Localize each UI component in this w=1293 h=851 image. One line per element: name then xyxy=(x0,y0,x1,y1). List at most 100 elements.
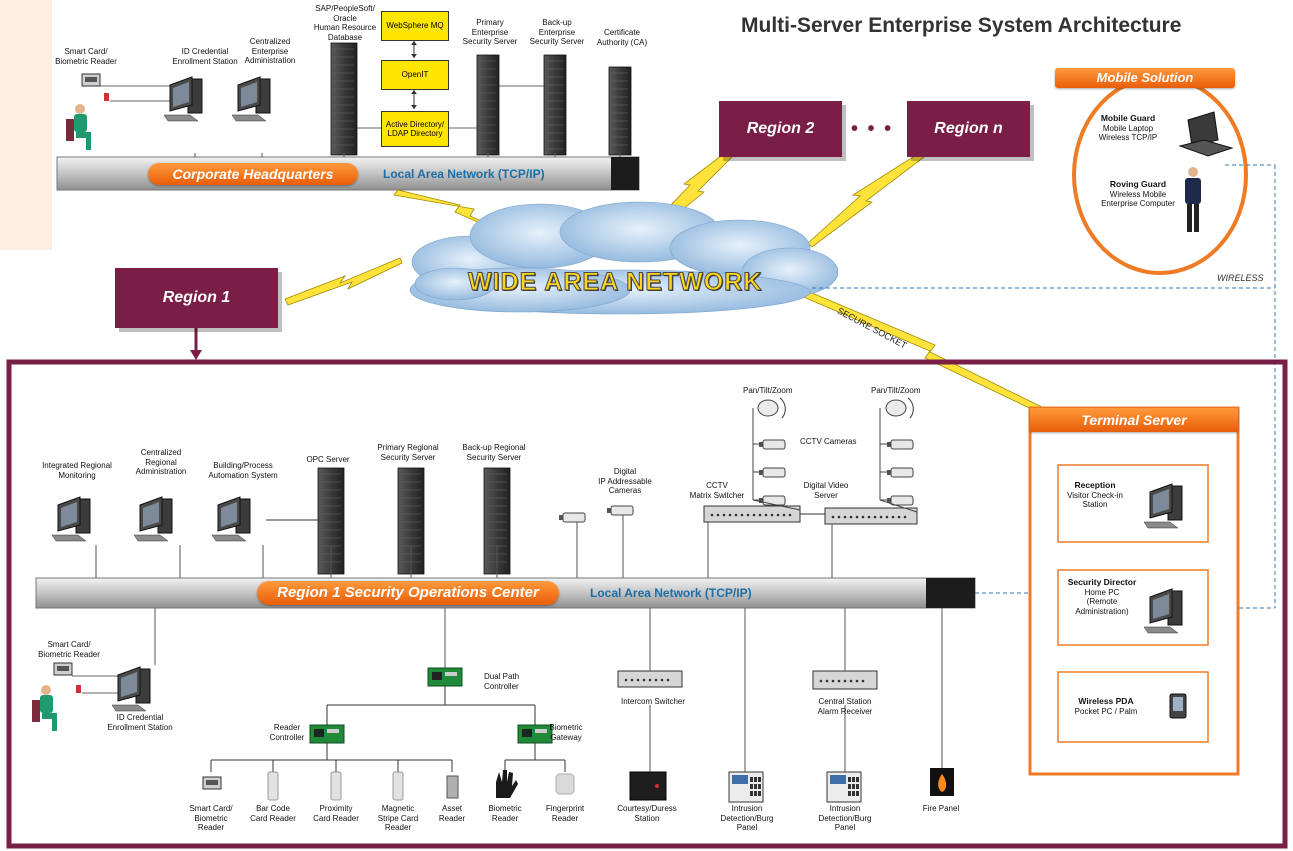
intrusion-panel-1-key xyxy=(754,791,757,796)
intrusion-panel-1-key xyxy=(750,777,753,782)
building-automation-label: Building/Process Automation System xyxy=(208,461,278,480)
director-pc xyxy=(1143,588,1183,634)
hq-primary-tower xyxy=(476,54,500,156)
bio-gateway-board xyxy=(517,724,553,744)
dvs-box-led xyxy=(873,515,877,519)
intrusion-panel-1 xyxy=(728,771,764,803)
left-decoration xyxy=(0,0,52,250)
dvs-box-case xyxy=(824,507,918,525)
ptz-camera-2-arc xyxy=(907,397,914,419)
websphere-box: WebSphere MQ xyxy=(381,11,449,41)
hq-admin-pc xyxy=(231,76,271,122)
intrusion-panel-2-key xyxy=(852,784,855,789)
leaf-smart-card-icon-slot xyxy=(206,780,218,785)
ip-camera-2-lens xyxy=(607,508,611,513)
dual-path-label: Dual Path Controller xyxy=(484,672,520,691)
hq-id-enroll-pc-keyboard xyxy=(163,114,199,122)
guard-leg-left xyxy=(1187,204,1192,232)
reader-controller-board-chip xyxy=(314,729,324,737)
cctv-switcher-box-led xyxy=(758,513,762,517)
dvs-box-led xyxy=(903,515,907,519)
cloud-puff-7 xyxy=(414,267,496,301)
intercom-switcher-box xyxy=(617,670,683,688)
courtesy-button xyxy=(655,784,659,788)
hq-lan-label: Local Area Network (TCP/IP) xyxy=(383,167,545,181)
ip-camera-1-body xyxy=(562,512,586,523)
dvs-label: Digital Video Server xyxy=(803,481,849,500)
hq-id-enroll-pc xyxy=(163,76,203,122)
reception-title: Reception xyxy=(1074,480,1116,490)
biometric-gateway-label: Biometric Gateway xyxy=(549,723,583,742)
cctv-switcher-box-led xyxy=(764,513,768,517)
central-station-box-led xyxy=(861,679,865,683)
region-n-box: Region n xyxy=(907,101,1030,157)
soc-flag xyxy=(76,685,81,693)
intercom-switcher-box-led xyxy=(636,678,640,682)
hq-primary-server-label: Primary Enterprise Security Server xyxy=(462,18,518,46)
leaf-mag-icon xyxy=(392,771,404,801)
building-automation-pc-keyboard xyxy=(211,534,247,542)
ip-camera-1 xyxy=(559,512,586,523)
integrated-monitoring-pc-screen xyxy=(61,502,77,527)
mobile-guard-sub: Mobile Laptop Wireless TCP/IP xyxy=(1098,123,1158,143)
ptz-camera-1-arc xyxy=(779,397,786,419)
intrusion-panel-2-key xyxy=(848,784,851,789)
cctv-switcher-box-led xyxy=(776,513,780,517)
hq-hr-db-label: SAP/PeopleSoft/ Oracle Human Resource Da… xyxy=(313,4,377,42)
ptz-camera-2-dome xyxy=(885,399,907,417)
reader-controller-board-strip xyxy=(327,729,339,733)
integrated-monitoring-label: Integrated Regional Monitoring xyxy=(42,461,112,480)
leaf-bio-label: Biometric Reader xyxy=(488,804,522,823)
reception-sub: Visitor Check-in Station xyxy=(1067,490,1123,510)
leaf-prox-icon xyxy=(330,771,342,801)
courtesy-station-icon xyxy=(629,771,667,801)
backup-regional-label: Back-up Regional Security Server xyxy=(462,443,526,462)
regional-admin-pc-keyboard xyxy=(133,534,169,542)
roving-guard-title: Roving Guard xyxy=(1109,179,1167,189)
cctv-switcher-box-led xyxy=(770,513,774,517)
intrusion-panel-2-display xyxy=(830,775,846,784)
hq-id-enroll-label: ID Credential Enrollment Station xyxy=(172,47,238,66)
soc-person-chair xyxy=(32,700,40,722)
leaf-mag-label: Magnetic Stripe Card Reader xyxy=(377,804,419,832)
hq-flag xyxy=(104,93,109,101)
intercom-switcher-box-led xyxy=(648,678,652,682)
hq-openit-ldap-arrow-head-down xyxy=(411,105,417,109)
hq-card-reader xyxy=(81,73,101,87)
cctv-switcher-box-led xyxy=(746,513,750,517)
intrusion-panel-1-display xyxy=(732,775,748,784)
intrusion-2-label: Intrusion Detection/Burg Panel xyxy=(818,804,872,832)
region-ellipsis: • • • xyxy=(851,118,894,140)
pda-title: Wireless PDA xyxy=(1078,696,1134,706)
reception-pc-screen xyxy=(1153,489,1169,514)
hq-person-chair xyxy=(66,119,74,141)
dual-path-board-strip xyxy=(445,672,457,676)
regional-admin-pc-screen xyxy=(143,502,159,527)
director-title: Security Director xyxy=(1067,577,1137,587)
cctv-cam-b2-body xyxy=(890,495,914,506)
wireless-label: WIRELESS xyxy=(1217,273,1264,283)
leaf-asset-icon xyxy=(446,775,459,799)
cctv-cam-a1-body xyxy=(762,467,786,478)
intrusion-panel-2-key xyxy=(848,777,851,782)
intrusion-panel-1-key xyxy=(750,784,753,789)
courtesy-label: Courtesy/Duress Station xyxy=(617,804,677,823)
dvs-box-led xyxy=(843,515,847,519)
cctv-switcher-box-led xyxy=(752,513,756,517)
primary-regional-label: Primary Regional Security Server xyxy=(377,443,439,462)
cctv-cam-b1-body xyxy=(890,467,914,478)
intrusion-panel-2-key xyxy=(856,777,859,782)
reader-controller-board xyxy=(309,724,345,744)
cctv-cam-b0-body xyxy=(890,439,914,450)
ip-camera-2-body xyxy=(610,505,634,516)
central-station-label: Central Station Alarm Receiver xyxy=(817,697,873,716)
cctv-switcher-box-led xyxy=(788,513,792,517)
hand-shape xyxy=(496,770,518,798)
intrusion-panel-1-key xyxy=(754,777,757,782)
hq-person-legs xyxy=(76,132,90,138)
soc-person-shin xyxy=(52,713,57,731)
soc-banner: Region 1 Security Operations Center xyxy=(257,581,559,605)
intrusion-panel-1-key xyxy=(758,784,761,789)
